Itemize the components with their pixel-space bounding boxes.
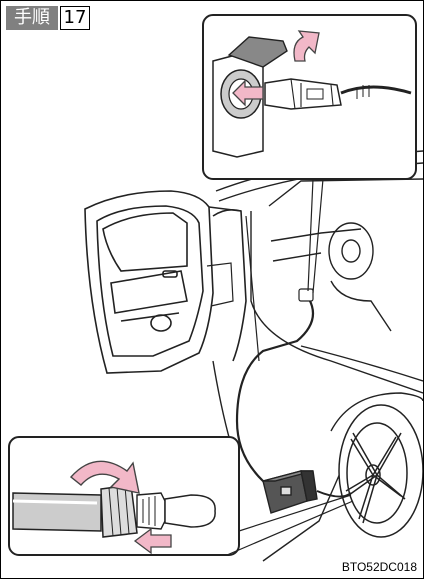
compressor-unit (263, 471, 317, 513)
top-callout (203, 15, 416, 293)
open-door (85, 191, 246, 373)
console-socket (299, 289, 313, 301)
rear-wheel (339, 405, 423, 537)
figure-code: BTO52DC018 (342, 560, 417, 574)
power-cable (237, 289, 313, 491)
